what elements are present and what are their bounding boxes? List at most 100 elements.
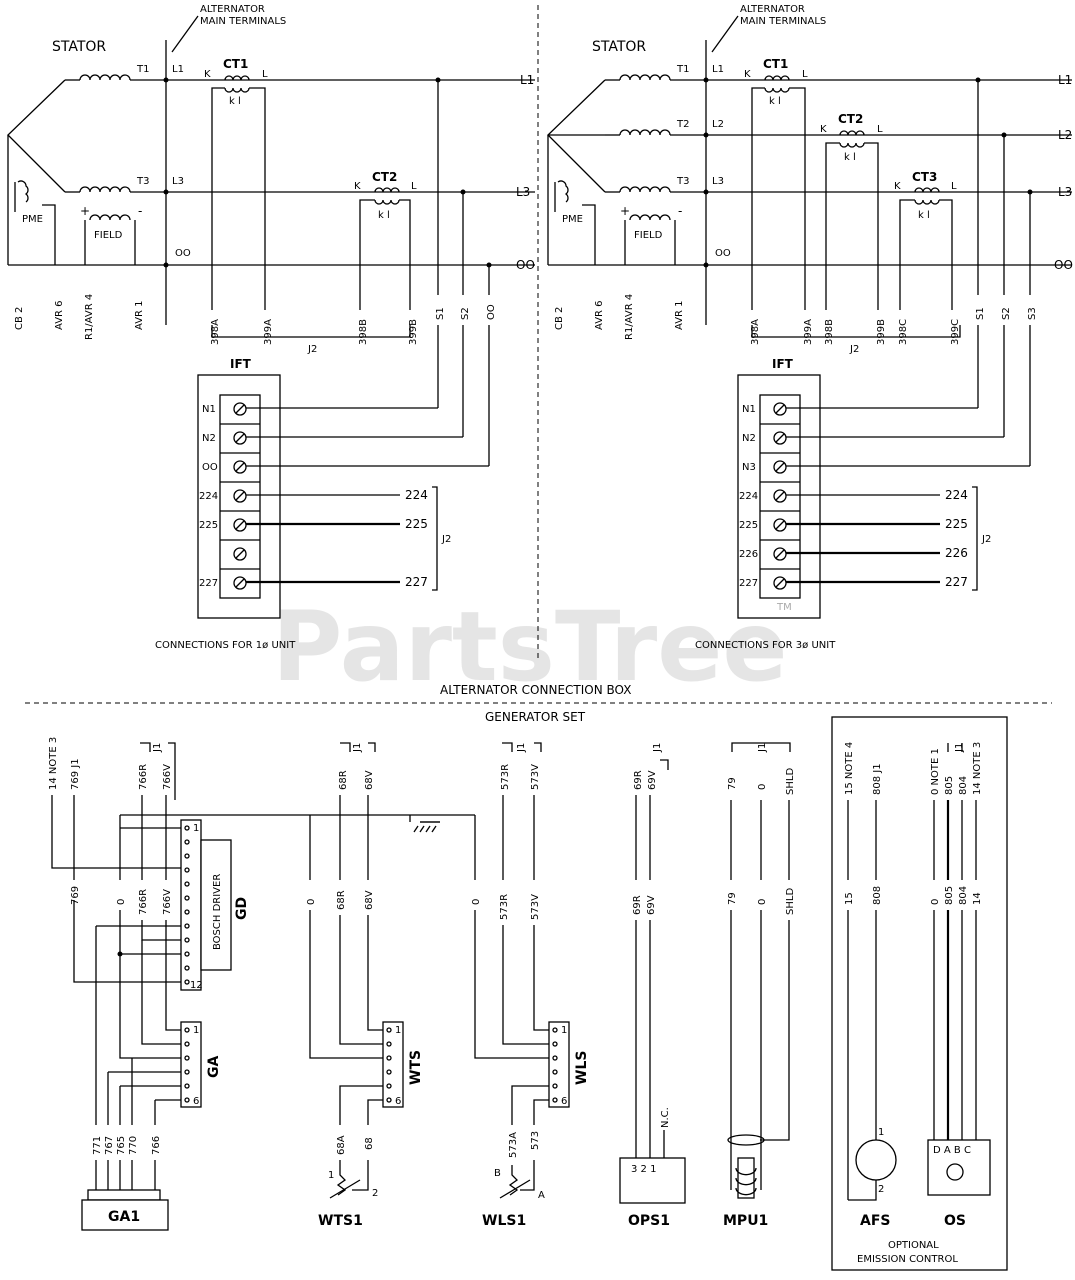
field-label-b: FIELD <box>634 230 663 241</box>
l2-end-b: L2 <box>1058 128 1072 142</box>
three-phase-schematic: ALTERNATOR MAIN TERMINALS STATOR T1 T2 T… <box>547 4 1073 651</box>
j2-label-top-b: J2 <box>849 344 859 355</box>
j2-label-ift: J2 <box>441 534 451 545</box>
s2-label: S2 <box>460 307 471 320</box>
w399b-label-b: 399B <box>876 319 887 345</box>
alternator-connection-box-label: ALTERNATOR CONNECTION BOX <box>440 683 631 697</box>
mpu1-shield <box>727 1134 765 1146</box>
oo-wire-label: OO <box>486 304 497 320</box>
afs-label: AFS <box>860 1213 890 1229</box>
wts1-n1: 1 <box>328 1170 334 1181</box>
ct2-label-b: CT2 <box>838 112 863 126</box>
ift-terminals-b <box>760 402 800 590</box>
os-sensor-block <box>927 1139 991 1196</box>
w805-lower: 805 <box>944 886 955 905</box>
watermark: PartsTree <box>272 591 787 703</box>
w766v-label: 766V <box>162 764 173 790</box>
generator-set-label: GENERATOR SET <box>485 710 586 724</box>
field-plus-b: + <box>620 204 630 218</box>
w68v-label: 68V <box>364 770 375 790</box>
wts-label: WTS <box>408 1050 424 1085</box>
single-phase-schematic: ALTERNATOR MAIN TERMINALS STATOR T1 L1 L… <box>7 4 535 651</box>
pme-label-b: PME <box>562 214 583 225</box>
ops1-pins: 3 2 1 <box>631 1164 656 1175</box>
l1-end-b: L1 <box>1058 73 1072 87</box>
note14-label: 14 NOTE 3 <box>48 737 59 790</box>
w399a-label: 399A <box>263 319 274 345</box>
ift-225: 225 <box>199 520 218 531</box>
ct2-kl: k l <box>378 210 390 221</box>
wls1-b: B <box>494 1168 501 1179</box>
alt-terminals-arrow <box>171 15 199 53</box>
ct2b-kl: k l <box>844 152 856 163</box>
wls-label: WLS <box>574 1051 590 1085</box>
wts-connector <box>382 1021 404 1108</box>
ift-oo: OO <box>202 462 218 473</box>
out-224-b: 224 <box>945 488 968 502</box>
alt-terminals-label-2b: MAIN TERMINALS <box>740 16 826 27</box>
mpu1-pickup <box>737 1157 755 1199</box>
avr1-label-b: AVR 1 <box>674 300 685 330</box>
ift-label: IFT <box>230 357 252 371</box>
bosch-driver-label: BOSCH DRIVER <box>212 874 223 950</box>
ct1b-kl: k l <box>769 96 781 107</box>
alt-terminals-label-2: MAIN TERMINALS <box>200 16 286 27</box>
os-sensor <box>946 1163 964 1181</box>
wts1-sensor <box>336 1160 347 1196</box>
w808-label: 808 <box>872 886 883 905</box>
out-227-b: 227 <box>945 575 968 589</box>
ift-label-b: IFT <box>772 357 794 371</box>
t3-label-b: T3 <box>676 176 689 187</box>
mpu1-label: MPU1 <box>723 1213 768 1229</box>
pme-coil <box>17 180 29 203</box>
l2-label-b: L2 <box>712 119 724 130</box>
wls-pin6: 6 <box>561 1096 567 1107</box>
ga-label: GA <box>206 1056 222 1078</box>
ct2-l: L <box>411 181 417 192</box>
w766r-lower: 766R <box>138 889 149 915</box>
ga-pin1: 1 <box>193 1025 199 1036</box>
j1-label-ops: J1 <box>652 743 663 753</box>
w14note3-label: 14 NOTE 3 <box>972 742 983 795</box>
ct1-k: K <box>204 69 211 80</box>
t2-label-b: T2 <box>676 119 689 130</box>
ct1-label: CT1 <box>223 57 248 71</box>
w0-wts-label: 0 <box>306 899 317 905</box>
wts1-n2: 2 <box>372 1188 378 1199</box>
alt-terminals-label-1b: ALTERNATOR <box>740 4 805 15</box>
l1-label: L1 <box>172 64 184 75</box>
w399b-label: 399B <box>408 319 419 345</box>
w573r-label: 573R <box>500 764 511 790</box>
avr1-label: AVR 1 <box>134 300 145 330</box>
w808j1-label: 808 J1 <box>872 763 883 795</box>
w765-label: 765 <box>116 1136 127 1155</box>
shld-label: SHLD <box>785 768 796 795</box>
wls-pin1: 1 <box>561 1025 567 1036</box>
os-pins: D A B C <box>933 1145 971 1156</box>
trademark: TM <box>776 602 792 613</box>
t3-label: T3 <box>136 176 149 187</box>
j1-label-os: J1 <box>954 743 965 753</box>
emission-control-label: EMISSION CONTROL <box>857 1254 958 1265</box>
gd-pin12: 12 <box>190 980 203 991</box>
oo-label: OO <box>175 248 191 259</box>
ct3-label-b: CT3 <box>912 170 937 184</box>
generator-set-schematic: 14 NOTE 3 769 J1 766R 766V J1 769 0 766R… <box>48 716 1008 1271</box>
w69r-lower: 69R <box>632 895 643 915</box>
w766v-lower: 766V <box>162 889 173 915</box>
ct2-k: K <box>354 181 361 192</box>
w769j1-label: 769 J1 <box>70 758 81 790</box>
w0-wls-label: 0 <box>471 899 482 905</box>
afs-n1: 1 <box>878 1127 884 1138</box>
stator-label: STATOR <box>52 39 106 55</box>
r1avr4-label: R1/AVR 4 <box>84 294 95 340</box>
j2-label-ift-b: J2 <box>981 534 991 545</box>
ift-227: 227 <box>199 578 218 589</box>
w573r-lower: 573R <box>499 894 510 920</box>
w766r-label: 766R <box>138 764 149 790</box>
l3-end-b: L3 <box>1058 185 1072 199</box>
w0-mpu-lower: 0 <box>757 899 768 905</box>
ift-n1-b: N1 <box>742 404 756 415</box>
ct1-kl: k l <box>229 96 241 107</box>
